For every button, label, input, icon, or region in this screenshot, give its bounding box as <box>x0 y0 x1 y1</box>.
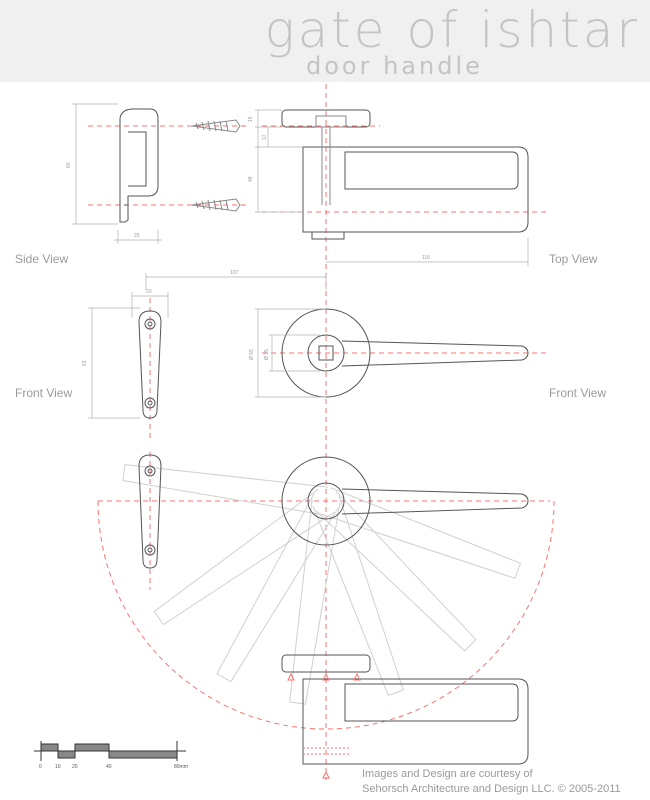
side-view-label: Side View <box>15 252 69 266</box>
credit-text: Images and Design are courtesy of Sehors… <box>362 767 621 797</box>
scale-bar <box>34 741 186 761</box>
alignment-markers <box>287 672 361 779</box>
scale-bar-ticks: 0 10 20 40 80mm <box>39 764 188 770</box>
scale-tick-10: 10 <box>55 764 61 770</box>
front-view-right-dimensions <box>255 308 326 398</box>
top-view-dimensions <box>255 109 529 266</box>
dim-side-width: 25 <box>134 233 140 239</box>
dim-top-flange: 15 <box>248 116 254 122</box>
top-view-label: Top View <box>549 252 598 266</box>
dim-top-depth: 48 <box>248 176 254 182</box>
credit-line-1: Images and Design are courtesy of <box>362 768 533 780</box>
rotation-ghost-handles <box>122 464 522 705</box>
centerlines <box>88 84 555 780</box>
front-view-left-drawing <box>138 310 162 419</box>
scale-tick-40: 40 <box>106 764 112 770</box>
side-view-drawing <box>119 108 241 223</box>
dim-overall-length: 107 <box>230 270 239 276</box>
dim-top-offset: 17 <box>262 134 268 140</box>
overall-dimension <box>145 273 327 290</box>
scale-tick-80: 80mm <box>174 764 188 770</box>
front-view-lower-left-drawing <box>138 454 162 569</box>
dim-top-length: 116 <box>422 255 430 261</box>
header-band <box>0 0 650 82</box>
rotation-main-handle <box>281 456 529 546</box>
dim-rosette-inner: Ø 35 <box>264 349 270 360</box>
dim-front-height: 63 <box>82 360 88 366</box>
screw-bottom <box>191 198 241 212</box>
bottom-view-drawing <box>281 654 529 765</box>
screw-top <box>191 119 241 133</box>
front-view-right-label: Front View <box>549 386 607 400</box>
page-subtitle: door handle <box>306 52 483 80</box>
dim-side-height: 60 <box>66 162 72 168</box>
dim-rosette-outer: Ø 55 <box>249 349 255 360</box>
credit-line-2: Sehorsch Architecture and Design LLC. © … <box>362 783 621 795</box>
scale-tick-0: 0 <box>39 764 42 770</box>
dim-front-width: 20 <box>146 289 152 295</box>
side-view-dimensions <box>72 103 162 244</box>
top-view-drawing <box>281 109 529 240</box>
front-view-left-dimensions <box>88 292 169 419</box>
scale-tick-20: 20 <box>72 764 78 770</box>
page-title: gate of ishtar <box>264 1 640 59</box>
front-view-left-label: Front View <box>15 386 73 400</box>
